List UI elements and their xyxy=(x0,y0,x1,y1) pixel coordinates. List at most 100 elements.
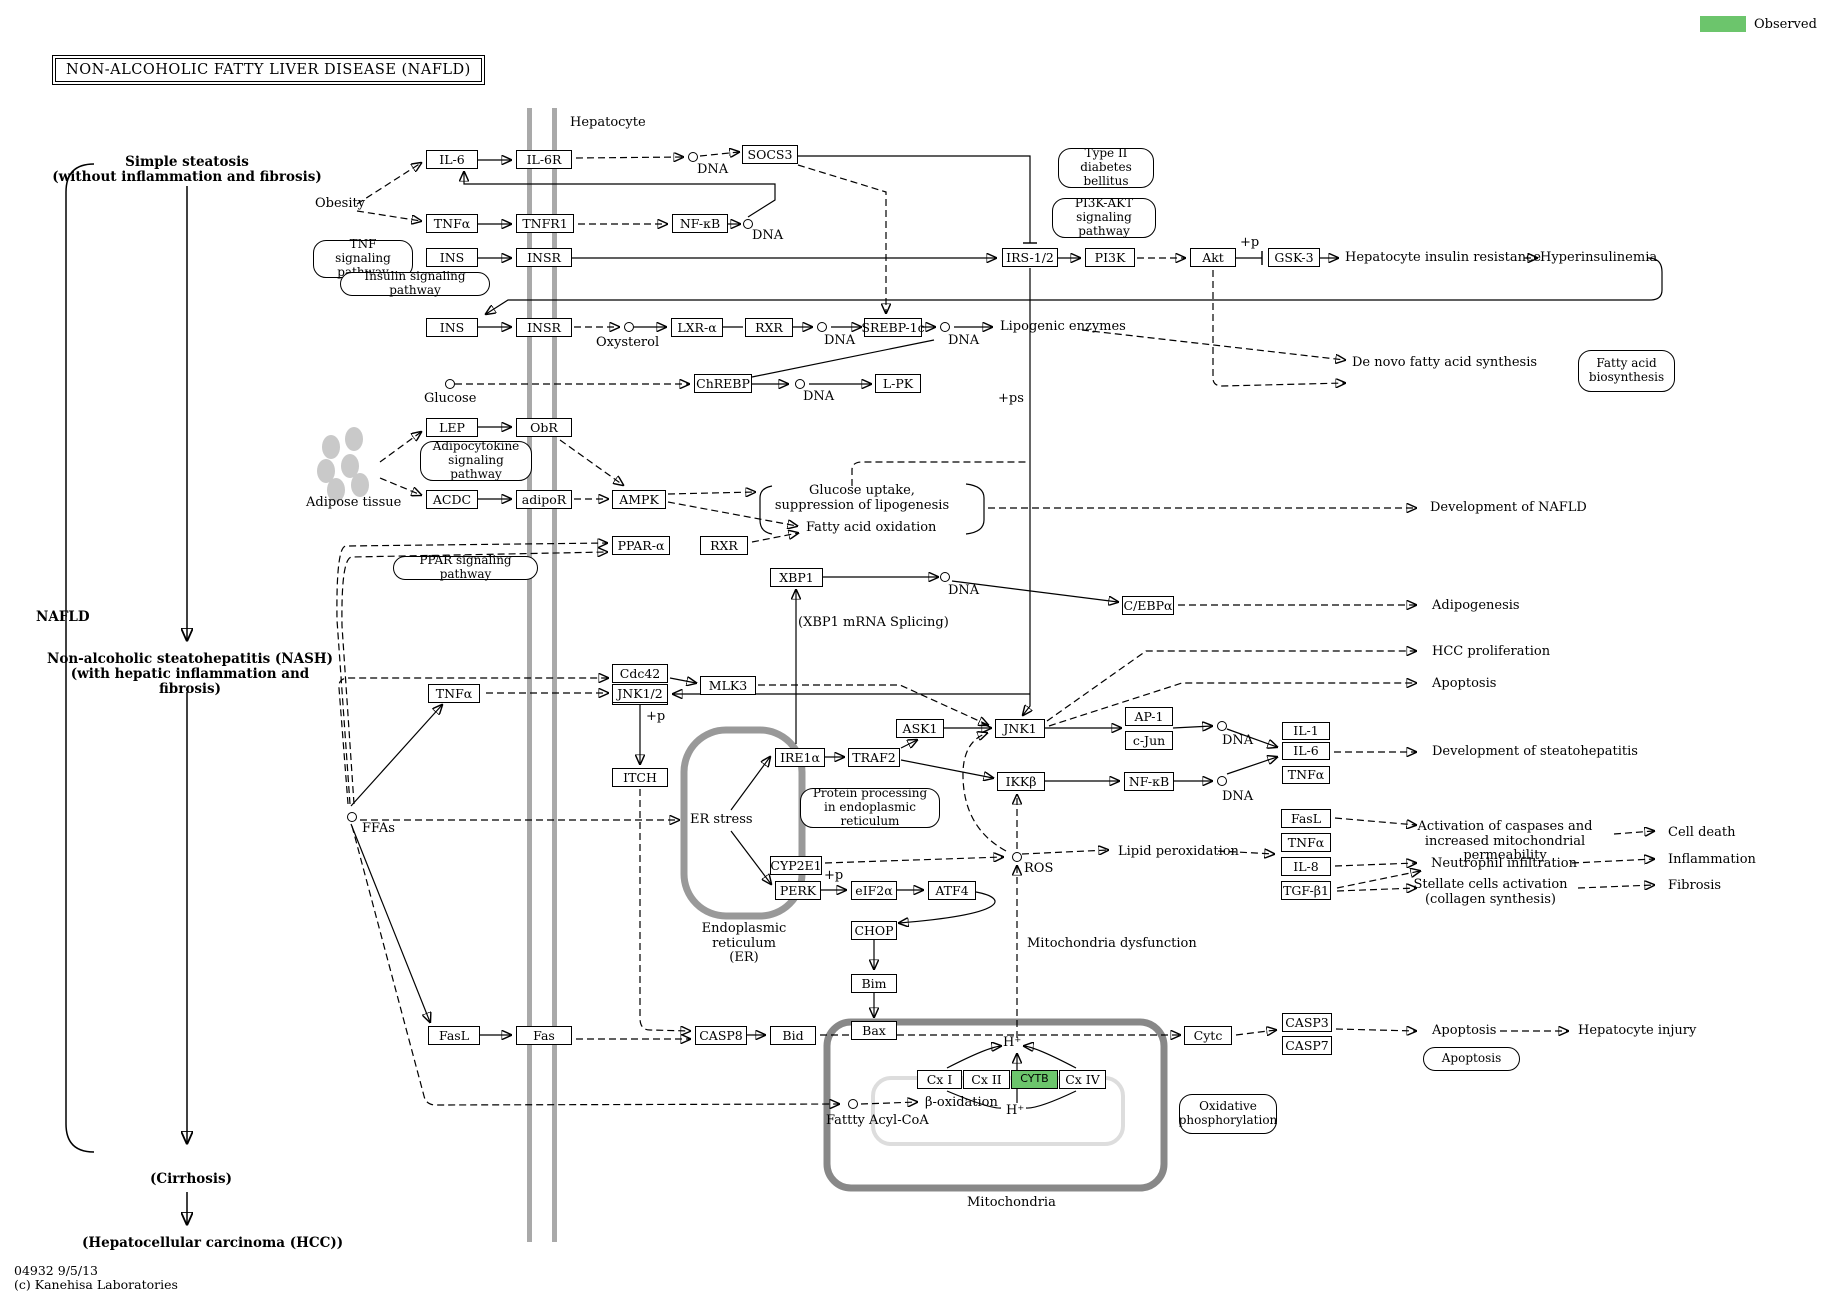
insr-2[interactable]: INSR xyxy=(516,318,572,337)
activation-caspases-label: Activation of caspases and increased mit… xyxy=(1417,819,1593,864)
ikkb[interactable]: IKKβ xyxy=(997,772,1045,791)
tnfr1[interactable]: TNFR1 xyxy=(516,214,574,233)
tnfa-2[interactable]: TNFα xyxy=(428,684,480,703)
tgfb1[interactable]: TGF-β1 xyxy=(1281,881,1331,900)
pi3k-akt-pathway[interactable]: PI3K-AKT signaling pathway xyxy=(1052,196,1156,238)
casp7[interactable]: CASP7 xyxy=(1282,1036,1332,1055)
cebpa[interactable]: C/EBPα xyxy=(1122,596,1174,615)
observed-color-swatch xyxy=(1700,16,1746,32)
nash-label: Non-alcoholic steatohepatitis (NASH) (wi… xyxy=(47,651,333,698)
ins-1[interactable]: INS xyxy=(426,248,478,267)
cyp2e1[interactable]: CYP2E1 xyxy=(770,856,822,875)
akt[interactable]: Akt xyxy=(1190,248,1236,267)
hplus-top: H⁺ xyxy=(1003,1035,1022,1050)
socs3[interactable]: SOCS3 xyxy=(742,145,798,164)
dna-label-nfkb: DNA xyxy=(752,228,784,243)
hepatocyte-label: Hepatocyte xyxy=(570,115,646,130)
adipose-tissue-icon xyxy=(317,427,369,502)
dna-label-chrebp: DNA xyxy=(803,389,835,404)
cytb[interactable]: CYTB xyxy=(1011,1070,1058,1089)
ppar-pathway[interactable]: PPAR signaling pathway xyxy=(393,553,538,581)
eif2a[interactable]: eIF2α xyxy=(851,881,897,900)
nfkb-2[interactable]: NF-κB xyxy=(1124,772,1174,791)
mlk3[interactable]: MLK3 xyxy=(700,676,756,695)
fatty-acyl-coa-circle xyxy=(848,1099,858,1109)
il6[interactable]: IL-6 xyxy=(426,150,478,169)
nfkb-1[interactable]: NF-κB xyxy=(672,214,728,233)
adipor[interactable]: adipoR xyxy=(516,490,572,509)
oxphos-pathway[interactable]: Oxidative phosphorylation xyxy=(1179,1094,1277,1134)
inflammation-label: Inflammation xyxy=(1668,852,1756,867)
rxr-1[interactable]: RXR xyxy=(745,318,793,337)
srebp1c[interactable]: SREBP-1c xyxy=(861,318,925,337)
denovo-synthesis: De novo fatty acid synthesis xyxy=(1352,355,1538,370)
obr[interactable]: ObR xyxy=(516,418,572,437)
tnfa-1[interactable]: TNFα xyxy=(426,214,478,233)
ire1a[interactable]: IRE1α xyxy=(775,748,825,767)
ampk[interactable]: AMPK xyxy=(612,490,666,509)
irs12[interactable]: IRS-1/2 xyxy=(1002,248,1058,267)
insulin-pathway[interactable]: Insulin signaling pathway xyxy=(340,269,490,297)
protein-processing[interactable]: Protein processing in endoplasmic reticu… xyxy=(800,786,940,828)
nafld-label: NAFLD xyxy=(36,609,90,625)
chop[interactable]: CHOP xyxy=(851,921,897,940)
acdc[interactable]: ACDC xyxy=(426,490,478,509)
insr-1[interactable]: INSR xyxy=(516,248,572,267)
bid[interactable]: Bid xyxy=(770,1026,816,1045)
jnk1[interactable]: JNK1 xyxy=(995,719,1045,738)
tnfa-4[interactable]: TNFα xyxy=(1281,833,1331,852)
ap1[interactable]: AP-1 xyxy=(1125,707,1173,726)
itch[interactable]: ITCH xyxy=(612,768,668,787)
casp8[interactable]: CASP8 xyxy=(695,1026,747,1045)
atf4[interactable]: ATF4 xyxy=(928,881,976,900)
cjun[interactable]: c-Jun xyxy=(1125,731,1173,750)
cx4[interactable]: Cx IV xyxy=(1059,1070,1106,1089)
pi3k[interactable]: PI3K xyxy=(1085,248,1135,267)
cytc[interactable]: Cytc xyxy=(1184,1026,1232,1045)
il1[interactable]: IL-1 xyxy=(1282,722,1330,740)
gsk3[interactable]: GSK-3 xyxy=(1268,248,1320,267)
bax[interactable]: Bax xyxy=(851,1021,897,1040)
type2-diabetes[interactable]: Type II diabetes bellitus xyxy=(1058,146,1154,188)
il8[interactable]: IL-8 xyxy=(1281,857,1331,876)
dna-circle-nfkb xyxy=(743,219,753,229)
perk[interactable]: PERK xyxy=(775,881,821,900)
apoptosis-pathway[interactable]: Apoptosis xyxy=(1423,1047,1520,1071)
solid-relations xyxy=(350,156,1663,1109)
ins-2[interactable]: INS xyxy=(426,318,478,337)
xbp1[interactable]: XBP1 xyxy=(770,568,823,587)
ppara[interactable]: PPAR-α xyxy=(612,536,670,555)
plus-p-akt: +p xyxy=(1240,235,1260,250)
cdc42[interactable]: Cdc42 xyxy=(612,664,668,683)
oxysterol-label: Oxysterol xyxy=(596,335,660,350)
ask1[interactable]: ASK1 xyxy=(896,719,944,738)
fatty-acyl-coa-label: Fattty Acyl-CoA xyxy=(826,1113,929,1128)
rxr-2[interactable]: RXR xyxy=(700,536,748,555)
mito-dysfunction-label: Mitochondria dysfunction xyxy=(1027,936,1197,951)
lxra[interactable]: LXR-α xyxy=(671,318,723,337)
traf2[interactable]: TRAF2 xyxy=(848,748,900,767)
hyperinsulinemia: Hyperinsulinemia xyxy=(1540,250,1658,265)
apoptosis-label-1: Apoptosis xyxy=(1432,676,1497,691)
fa-biosynthesis[interactable]: Fatty acid biosynthesis xyxy=(1578,350,1675,392)
lep[interactable]: LEP xyxy=(426,418,478,437)
dna-circle-il6r xyxy=(688,152,698,162)
cx1[interactable]: Cx I xyxy=(917,1070,962,1089)
tnfa-3[interactable]: TNFα xyxy=(1282,766,1330,784)
tnf-pathway[interactable]: TNF signaling pathway xyxy=(313,237,413,279)
adipocytokine-pathway[interactable]: Adipocytokine signaling pathway xyxy=(420,439,532,481)
chrebp[interactable]: ChREBP xyxy=(694,374,752,393)
fasl-1[interactable]: FasL xyxy=(428,1026,480,1045)
pathway-title: NON-ALCOHOLIC FATTY LIVER DISEASE (NAFLD… xyxy=(55,58,482,82)
bim[interactable]: Bim xyxy=(851,974,897,993)
jnk12[interactable]: JNK1/2 xyxy=(612,684,668,703)
casp3[interactable]: CASP3 xyxy=(1282,1013,1332,1032)
il6r[interactable]: IL-6R xyxy=(516,150,572,169)
lpk[interactable]: L-PK xyxy=(875,374,921,393)
cx2[interactable]: Cx II xyxy=(963,1070,1010,1089)
fasl-2[interactable]: FasL xyxy=(1281,809,1331,828)
glucose-label: Glucose xyxy=(424,391,477,406)
il6-2[interactable]: IL-6 xyxy=(1282,742,1330,760)
fas[interactable]: Fas xyxy=(516,1026,572,1045)
dna-circle-ap1 xyxy=(1217,721,1227,731)
